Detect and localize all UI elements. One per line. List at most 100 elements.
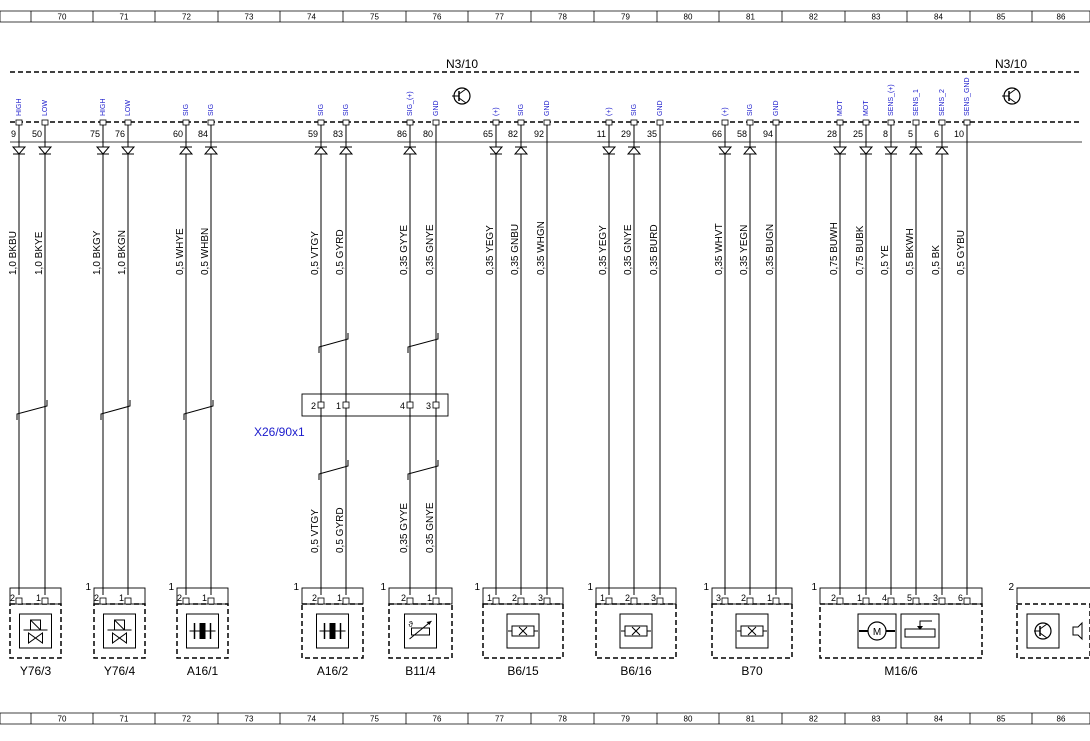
component-pin-number: 2: [831, 593, 836, 603]
connector-pin: [317, 401, 325, 409]
component-pin-number: 3: [716, 593, 721, 603]
component-pin: [721, 597, 729, 605]
component-name: B6/15: [507, 664, 539, 678]
grid-label: 77: [495, 715, 504, 724]
grid-label: 81: [746, 715, 755, 724]
pin-signal-label: SIG: [631, 104, 638, 116]
component-pin-number: 3: [933, 593, 938, 603]
pin-box: [207, 119, 215, 126]
pin-box: [543, 119, 551, 126]
component-corner-number: 1: [703, 582, 709, 593]
pin-signal-label: GND: [773, 100, 780, 116]
pin-box: [862, 119, 870, 126]
arrow-up-icon: [934, 146, 950, 155]
wire-label: 0,5 VTGY: [310, 231, 321, 275]
pin-box: [15, 119, 23, 126]
component-pin: [492, 597, 500, 605]
component-pin: [887, 597, 895, 605]
component-name: A16/2: [317, 664, 349, 678]
arrow-up-icon: [338, 146, 354, 155]
connector-pin-number: 3: [426, 401, 431, 411]
pin-65: (+)650,35 YEGY: [483, 107, 504, 595]
component-pin: [317, 597, 325, 605]
component-pin-number: 2: [10, 593, 15, 603]
arrow-up-icon: [742, 146, 758, 155]
component-pin: [182, 597, 190, 605]
grid-label: 83: [872, 715, 881, 724]
grid-label: 72: [182, 13, 191, 22]
pin-number: 9: [11, 129, 16, 139]
pin-signal-label: SENS_2: [939, 89, 946, 116]
twisted-pair-mark: [407, 333, 439, 353]
pin-number: 6: [934, 129, 939, 139]
pin-box: [772, 119, 780, 126]
pin-signal-label: GND: [657, 100, 664, 116]
arrow-down-icon: [120, 146, 136, 155]
pin-number: 75: [90, 129, 100, 139]
pin-number: 59: [308, 129, 318, 139]
pin-signal-label: HIGH: [16, 99, 23, 117]
component-corner-number: 1: [811, 582, 817, 593]
transistor-icon: [1026, 613, 1060, 649]
pin-number: 28: [827, 129, 837, 139]
pin-number: 58: [737, 129, 747, 139]
wire-label: 1,0 BKGY: [92, 230, 103, 275]
grid-label: 85: [997, 715, 1006, 724]
grid-label: 86: [1057, 715, 1066, 724]
arrow-down-icon: [11, 146, 27, 155]
grid-label: 84: [934, 715, 943, 724]
pin-number: 29: [621, 129, 631, 139]
pin-signal-label: (+): [606, 107, 613, 116]
component-pin-number: 4: [882, 593, 887, 603]
ecu-label: N3/10: [446, 57, 478, 71]
wire-label: 1,0 BKGN: [117, 230, 128, 275]
wire-label: 1,0 BKYE: [34, 231, 45, 275]
wire-label-lower: 0,35 GYYE: [399, 503, 410, 553]
connector-pin: [432, 401, 440, 409]
wire-label: 0,5 WHBN: [200, 228, 211, 275]
component-name: B6/16: [620, 664, 652, 678]
pin-8: SENS_(+)80,5 YE: [880, 84, 899, 595]
component-pin: [605, 597, 613, 605]
solenoid-valve-icon: [103, 613, 136, 649]
component-pin: [938, 597, 946, 605]
grid-label: 78: [558, 715, 567, 724]
solenoid-valve-icon: [19, 613, 52, 649]
component-pin-number: 6: [958, 593, 963, 603]
grid-label: 75: [370, 715, 379, 724]
temperature-sensor-icon: [404, 613, 437, 649]
pin-number: 66: [712, 129, 722, 139]
grid-label: 76: [433, 715, 442, 724]
grid-label: 70: [58, 13, 67, 22]
arrow-down-icon: [488, 146, 504, 155]
component-pin-number: 2: [94, 593, 99, 603]
pin-number: 83: [333, 129, 343, 139]
component-corner-number: 1: [474, 582, 480, 593]
wire-label: 0,35 GNYE: [623, 224, 634, 275]
pin-box: [492, 119, 500, 126]
pin-6: SENS_260,5 BK: [931, 89, 950, 595]
component-pin-number: 1: [119, 593, 124, 603]
pin-box: [182, 119, 190, 126]
component-name: Y76/3: [20, 664, 52, 678]
pin-signal-label: HIGH: [100, 99, 107, 117]
grid-label: 83: [872, 13, 881, 22]
component-corner-number: 1: [85, 582, 91, 593]
twisted-pair-mark: [318, 460, 349, 480]
arrow-down-icon: [858, 146, 874, 155]
arrow-down-icon: [601, 146, 617, 155]
wire-label: 0,35 YEGY: [485, 225, 496, 275]
twisted-pair-mark: [183, 400, 214, 420]
